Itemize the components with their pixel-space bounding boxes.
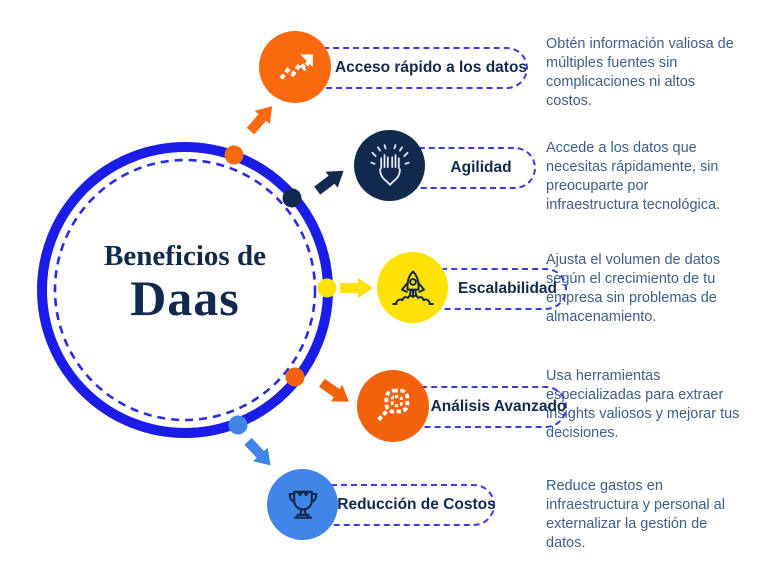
dot-orange (224, 145, 244, 165)
arrow-icon (319, 378, 349, 402)
inner-dashed-ring (53, 158, 317, 422)
dot-yellow (317, 278, 337, 298)
title-line-1: Beneficios de (104, 240, 266, 272)
trend-up-icon (279, 54, 313, 80)
description-acceso-rapido: Obtén información valiosa de múltiples f… (546, 36, 734, 110)
bubble-escalabilidad (377, 252, 448, 323)
bubble-acceso-rapido (259, 31, 331, 103)
bubble-analisis-avanzado (357, 370, 429, 442)
page-title: Beneficios de Daas (37, 240, 333, 326)
arrow-icon (314, 170, 344, 195)
label-text: Reducción de Costos (337, 496, 496, 513)
label-text: Agilidad (450, 159, 512, 176)
dot-deep-orange (285, 367, 305, 387)
description-escalabilidad: Ajusta el volumen de datos según el crec… (546, 252, 721, 326)
dot-navy (282, 188, 302, 208)
connector-arrows (244, 106, 373, 466)
arrow-icon (246, 106, 273, 135)
description-agilidad: Accede a los datos que necesitas rápidam… (546, 140, 721, 214)
title-line-2: Daas (130, 269, 240, 326)
magnifier-icon (376, 388, 410, 423)
hands-celebration-icon (369, 143, 410, 186)
label-text: Análisis Avanzado (430, 398, 567, 415)
bubble-reduccion-costos (267, 469, 338, 540)
label-text: Escalabilidad (457, 280, 558, 297)
rocket-launch-icon (391, 270, 434, 305)
arrow-icon (244, 437, 271, 466)
description-reduccion-costos: Reduce gastos en infraestructura y perso… (546, 478, 725, 552)
trophy-icon (288, 490, 317, 519)
bubble-agilidad (354, 130, 425, 201)
description-analisis-avanzado: Usa herramientas especializadas para ext… (546, 368, 740, 442)
arrow-icon (340, 278, 373, 298)
label-text: Acceso rápido a los datos (334, 59, 528, 76)
dot-blue (228, 415, 248, 435)
